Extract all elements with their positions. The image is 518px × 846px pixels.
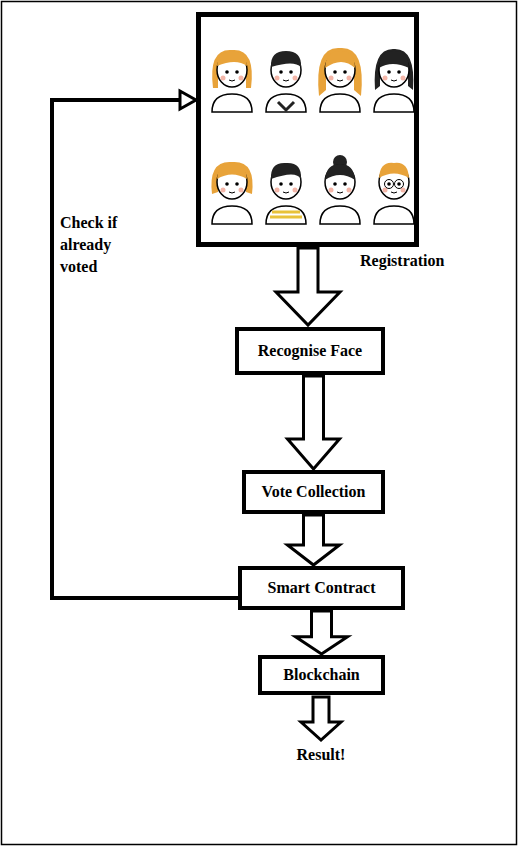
hollow-arrow: [288, 376, 340, 469]
annotation-label: Check if already voted: [60, 212, 122, 278]
process-box: Vote Collection: [242, 470, 385, 514]
hollow-arrow: [288, 515, 340, 565]
process-box: Blockchain: [258, 655, 385, 695]
annotation-label: Result!: [281, 744, 361, 766]
process-box: Smart Contract: [238, 566, 405, 610]
box-text: Recognise Face: [258, 342, 362, 360]
process-box: Recognise Face: [235, 327, 385, 375]
box-text: Smart Contract: [268, 579, 376, 597]
box-text: Vote Collection: [262, 483, 366, 501]
annotation-label: Registration: [360, 252, 444, 270]
hollow-arrow: [296, 611, 348, 654]
box-text: Blockchain: [283, 666, 359, 684]
